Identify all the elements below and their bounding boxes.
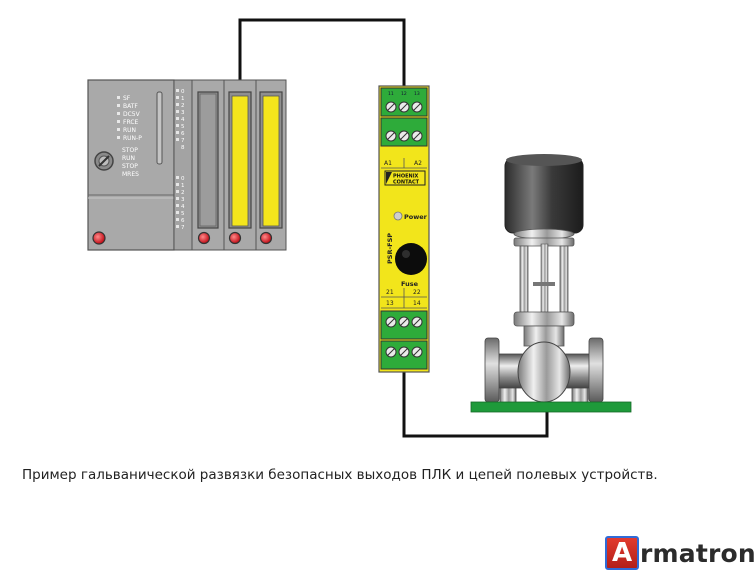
plc-switch-label: MRES: [122, 171, 139, 178]
valve-base-plate: [470, 401, 632, 413]
svg-text:13: 13: [414, 91, 420, 97]
svg-text:4: 4: [181, 204, 185, 210]
svg-text:8: 8: [181, 145, 185, 151]
svg-text:6: 6: [181, 218, 185, 224]
wires: [238, 18, 549, 438]
plc-led-label: BATF: [123, 103, 138, 110]
svg-text:11: 11: [388, 91, 394, 97]
svg-text:0: 0: [181, 176, 185, 182]
plc-mode-switch: STOP RUN STOP MRES: [94, 147, 139, 178]
plc-io-numbers-bottom: 0 1 2 3 4 5 6 7: [181, 176, 185, 231]
svg-text:0: 0: [181, 89, 185, 95]
svg-text:6: 6: [181, 131, 185, 137]
relay-power-label: Power: [404, 213, 428, 221]
relay-screw-terminals-top: [385, 101, 423, 113]
svg-text:22: 22: [413, 289, 421, 296]
relay-terminal-label: A2: [414, 160, 422, 167]
plc-switch-label: STOP: [122, 147, 138, 154]
diagram-caption: Пример гальванической развязки безопасны…: [22, 467, 658, 483]
relay-terminal-label: A1: [384, 160, 392, 167]
svg-text:7: 7: [181, 138, 185, 144]
logo-wordmark: rmatron: [640, 538, 756, 568]
wire-relay-to-valve: [402, 372, 549, 438]
valve-actuator: [504, 157, 584, 234]
plc-switch-label: STOP: [122, 163, 138, 170]
relay-fuse-knob: [395, 243, 427, 275]
plc-module-3-red-led: [259, 231, 273, 245]
logo-letter-badge: A: [605, 536, 639, 570]
valve-body: [517, 341, 571, 403]
plc-led-label: RUN: [123, 127, 136, 134]
plc-led-label: RUN-P: [123, 135, 142, 142]
svg-text:12: 12: [401, 91, 407, 97]
svg-text:3: 3: [181, 197, 185, 203]
svg-text:3: 3: [181, 110, 185, 116]
svg-text:PHOENIX: PHOENIX: [393, 174, 419, 180]
svg-text:5: 5: [181, 211, 185, 217]
svg-text:1: 1: [181, 183, 185, 189]
svg-text:4: 4: [181, 117, 185, 123]
plc-module-1-red-led: [197, 231, 211, 245]
svg-text:1: 1: [181, 96, 185, 102]
svg-text:2: 2: [181, 103, 185, 109]
plc-cpu-red-led: [92, 231, 106, 245]
plc-led-label: FRCE: [123, 119, 139, 126]
wire-plc-to-relay: [238, 18, 406, 86]
svg-text:2: 2: [181, 190, 185, 196]
plc-status-leds: SF BATF DC5V FRCE RUN RUN-P: [117, 95, 142, 142]
plc-switch-label: RUN: [122, 155, 135, 162]
plc-led-label: DC5V: [123, 111, 141, 118]
phoenix-contact-logo: PHOENIX CONTACT: [384, 170, 426, 186]
svg-text:21: 21: [386, 289, 394, 296]
plc-unit: SF BATF DC5V FRCE RUN RUN-P STOP RUN STO…: [87, 79, 287, 251]
relay-fuse-label: Fuse: [401, 280, 419, 288]
plc-module-2-red-led: [228, 231, 242, 245]
relay-screw-terminals-bottom: [385, 316, 423, 328]
svg-text:14: 14: [413, 300, 421, 307]
safety-relay: 11 12 13 A1 A2 PHOENIX CONTACT Power: [378, 85, 430, 373]
plc-io-numbers-top: 0 1 2 3 4 5 6 7 8: [181, 89, 185, 151]
relay-model-label: PSR-FSP: [386, 233, 394, 264]
plc-led-label: SF: [123, 95, 131, 102]
svg-text:5: 5: [181, 124, 185, 130]
armatron-logo: A rmatron: [605, 536, 756, 570]
control-valve: [470, 154, 632, 413]
svg-text:7: 7: [181, 225, 185, 231]
svg-text:13: 13: [386, 300, 394, 307]
relay-power-led: [393, 211, 403, 221]
svg-text:CONTACT: CONTACT: [393, 180, 420, 186]
